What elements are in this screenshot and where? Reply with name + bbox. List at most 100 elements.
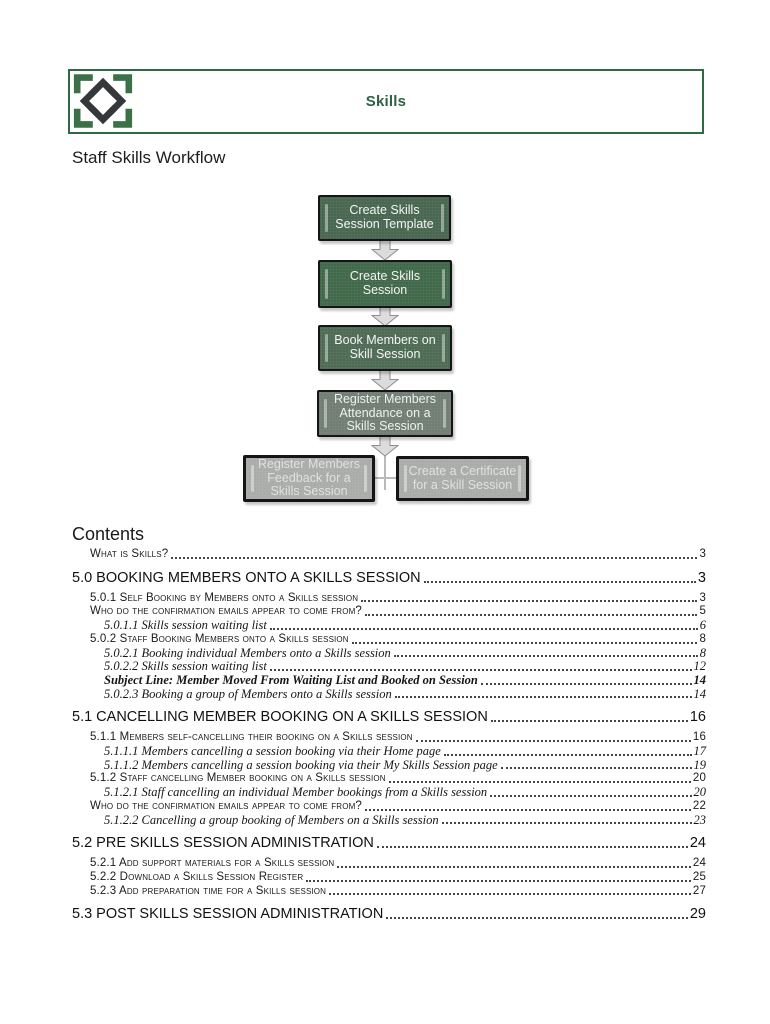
toc-title: Contents [72, 524, 145, 544]
toc-entry-page: 3 [699, 591, 706, 604]
dot-leader [423, 580, 696, 583]
toc-entry-label: 5.1.2.1 Staff cancelling an individual M… [104, 785, 488, 800]
toc-entry-label: 5.3 POST SKILLS SESSION ADMINISTRATION [72, 906, 384, 923]
toc-entry-page: 14 [693, 686, 707, 701]
toc-entry[interactable]: 5.2.2 Download a Skills Session Register… [90, 871, 706, 885]
toc-entry[interactable]: 5.0.2.3 Booking a group of Members onto … [104, 686, 707, 702]
toc-entry-page: 8 [699, 645, 706, 660]
flow-step-create-certificate: Create a Certificate for a Skill Session [396, 456, 529, 501]
dot-leader [269, 627, 698, 630]
toc-entry[interactable]: 5.0.1 Self Booking by Members onto a Ski… [90, 592, 706, 606]
toc-entry-page: 8 [699, 632, 706, 645]
dot-leader [361, 600, 698, 603]
toc-entry[interactable]: 5.1.1.1 Members cancelling a session boo… [104, 744, 707, 759]
toc-entry[interactable]: 5.1.2 Staff cancelling Member booking on… [90, 772, 706, 786]
toc-entry-page: 3 [699, 548, 706, 560]
toc-entry-label: 5.1.2.2 Cancelling a group booking of Me… [104, 812, 439, 827]
flow-step-register-feedback: Register Members Feedback for a Skills S… [243, 455, 375, 502]
toc-entry-page: 24 [692, 857, 706, 870]
toc-entry-label: 5.1 CANCELLING MEMBER BOOKING ON A SKILL… [72, 709, 488, 726]
toc-entry-page: 5 [699, 605, 706, 618]
toc-entry-label: 5.2.1 Add support materials for a Skills… [90, 857, 335, 870]
toc-entry-page: 24 [689, 835, 706, 852]
toc-entry-page: 22 [692, 799, 706, 812]
toc-entry-page: 14 [693, 672, 707, 687]
dot-leader [306, 879, 691, 882]
toc-entry[interactable]: 5.1.1.2 Members cancelling a session boo… [104, 757, 707, 773]
dot-leader [490, 794, 692, 797]
dot-leader [364, 614, 698, 617]
dot-leader [388, 781, 691, 784]
toc-entry-page: 23 [693, 812, 707, 827]
flow-step-create-template: Create Skills Session Template [318, 195, 451, 241]
toc-entry-label: 5.0.1 Self Booking by Members onto a Ski… [90, 591, 359, 604]
dot-leader [337, 865, 691, 868]
toc-entry-page: 12 [693, 659, 707, 674]
dot-leader [441, 822, 692, 825]
toc-entry-label: 5.0 BOOKING MEMBERS ONTO A SKILLS SESSIO… [72, 569, 421, 586]
dot-leader [480, 682, 692, 685]
toc-entry-page: 19 [693, 757, 707, 772]
toc-entry[interactable]: 5.2 PRE SKILLS SESSION ADMINISTRATION 24 [72, 835, 706, 852]
table-of-contents: Contents What is Skills? 3 5.0 BOOKING ME… [72, 524, 706, 928]
toc-entry[interactable]: 5.2.1 Add support materials for a Skills… [90, 857, 706, 871]
toc-entry[interactable]: 5.2.3 Add preparation time for a Skills … [90, 885, 706, 899]
toc-entry-label: What is Skills? [90, 548, 169, 560]
dot-leader [490, 720, 688, 723]
toc-entry-page: 3 [697, 569, 706, 586]
toc-entry[interactable]: Subject Line: Member Moved From Waiting … [104, 672, 707, 688]
toc-entry-page: 6 [699, 618, 706, 633]
toc-entry-label: 5.0.2.2 Skills session waiting list [104, 659, 267, 674]
toc-entry[interactable]: 5.3 POST SKILLS SESSION ADMINISTRATION 29 [72, 906, 706, 923]
toc-entry[interactable]: What is Skills? 3 [90, 548, 706, 562]
document-title: Skills [365, 92, 407, 110]
connector-line-horizontal [374, 477, 397, 479]
toc-entry-page: 29 [689, 906, 706, 923]
toc-entry[interactable]: 5.0.1.1 Skills session waiting list 6 [104, 618, 706, 633]
connector-line-vertical [384, 452, 386, 490]
down-arrow-icon [371, 370, 399, 391]
toc-entry-label: Who do the confirmation emails appear to… [90, 605, 362, 618]
toc-entry-label: 5.2 PRE SKILLS SESSION ADMINISTRATION [72, 835, 374, 852]
workflow-heading: Staff Skills Workflow [72, 148, 226, 167]
dot-leader [269, 668, 692, 671]
toc-entry-label: 5.1.2 Staff cancelling Member booking on… [90, 772, 386, 785]
toc-entry-label: 5.1.1 Members self-cancelling their book… [90, 731, 413, 744]
toc-entry-page: 17 [693, 744, 707, 759]
skills-logo-icon [73, 74, 133, 128]
flow-step-book-members: Book Members on Skill Session [318, 325, 452, 371]
toc-entry[interactable]: 5.0.2.1 Booking individual Members onto … [104, 645, 706, 661]
toc-entry[interactable]: 5.1.2.1 Staff cancelling an individual M… [104, 785, 707, 800]
toc-entry-label: 5.0.2 Staff Booking Members onto a Skill… [90, 632, 349, 645]
toc-entry-label: 5.0.2.1 Booking individual Members onto … [104, 645, 391, 660]
down-arrow-icon [371, 306, 399, 327]
dot-leader [329, 893, 691, 896]
toc-entry[interactable]: 5.0.2 Staff Booking Members onto a Skill… [90, 633, 706, 647]
down-arrow-icon [371, 240, 399, 261]
toc-entry[interactable]: 5.1.2.2 Cancelling a group booking of Me… [104, 812, 707, 828]
flow-step-create-session: Create Skills Session [318, 260, 452, 308]
dot-leader [393, 655, 698, 658]
dot-leader [364, 808, 691, 811]
toc-entry-label: 5.2.2 Download a Skills Session Register [90, 870, 304, 883]
toc-entry-page: 27 [692, 884, 706, 897]
toc-entry[interactable]: 5.1 CANCELLING MEMBER BOOKING ON A SKILL… [72, 709, 706, 726]
dot-leader [386, 917, 688, 920]
toc-entry[interactable]: 5.0.2.2 Skills session waiting list 12 [104, 660, 706, 674]
dot-leader [351, 641, 698, 644]
toc-entry-page: 25 [692, 870, 706, 883]
toc-entry-label: 5.1.1.2 Members cancelling a session boo… [104, 757, 498, 772]
toc-entry[interactable]: 5.0 BOOKING MEMBERS ONTO A SKILLS SESSIO… [72, 570, 706, 587]
toc-entry-label: 5.0.1.1 Skills session waiting list [104, 618, 267, 633]
toc-entry[interactable]: Who do the confirmation emails appear to… [90, 605, 706, 619]
dot-leader [415, 740, 691, 743]
toc-entry-page: 20 [693, 785, 707, 800]
toc-entry[interactable]: 5.1.1 Members self-cancelling their book… [90, 731, 706, 745]
document-header: Skills [68, 69, 704, 134]
toc-entry-page: 16 [689, 709, 706, 726]
dot-leader [394, 696, 692, 699]
toc-entry-page: 20 [692, 772, 706, 785]
toc-entry[interactable]: Who do the confirmation emails appear to… [90, 800, 706, 814]
down-arrow-icon [371, 436, 399, 457]
